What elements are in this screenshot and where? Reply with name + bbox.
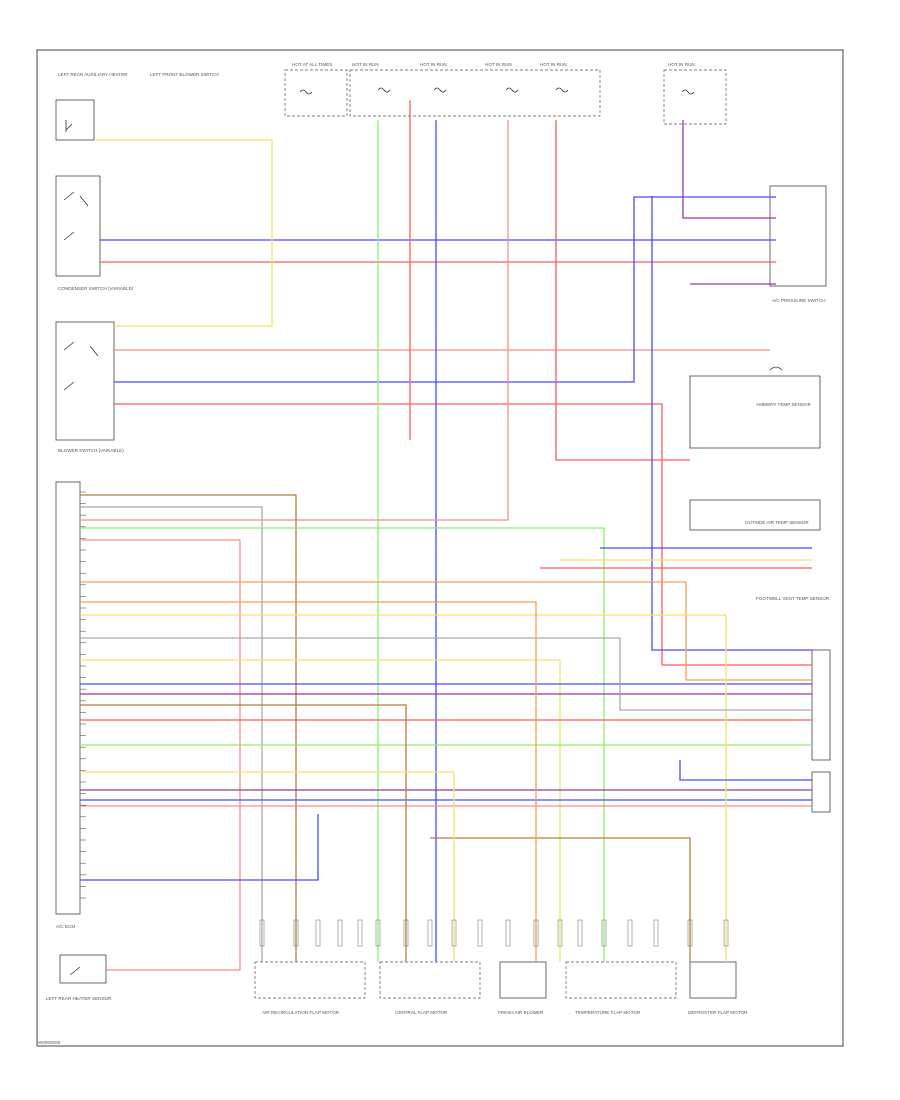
diagram-frame <box>36 49 844 1047</box>
fuse-label-3: HOT IN RUN <box>485 62 512 67</box>
condenser-switch-label: CONDENSER SWITCH (VARIABLE) <box>58 286 134 291</box>
wire-orange-18 <box>80 581 812 681</box>
fuse-box-3 <box>663 69 727 125</box>
defrost-flap-box <box>689 961 737 999</box>
bottom-pin-stub <box>293 919 299 947</box>
fuse-label-0: HOT AT ALL TIMES <box>292 62 332 67</box>
rear-pressure-switch-label: A/C PRESSURE SWITCH <box>772 298 826 303</box>
fuse-block: HOT AT ALL TIMES HOT IN RUN HOT IN RUN H… <box>284 62 727 125</box>
fuse-label-1: HOT IN RUN <box>352 62 379 67</box>
fuse-label-4: HOT IN RUN <box>540 62 567 67</box>
left-components: LEFT REAR AUXILIARY HEATER LEFT FRONT BL… <box>38 72 219 1045</box>
bottom-pin-stub <box>505 919 511 947</box>
blower-switch-box <box>55 321 115 441</box>
wires <box>80 100 812 971</box>
fuse-box-1 <box>284 69 348 117</box>
central-flap-box <box>379 961 481 999</box>
wire-blue-30 <box>80 814 319 881</box>
bottom-pin-stub <box>403 919 409 947</box>
defrost-flap-label: DEFROSTER FLAP MOTOR <box>688 1010 748 1015</box>
temp-flap-box <box>565 961 677 999</box>
wire-blue-13 <box>651 196 812 651</box>
wire-grey-29 <box>80 637 812 711</box>
left-rear-sensor-box <box>59 954 107 984</box>
wire-blue-34 <box>679 760 812 781</box>
outside-air-sensor-label: OUTSIDE AIR TEMP SENSOR <box>745 520 809 525</box>
footwell-sensor-label: FOOTWELL VENT TEMP SENSOR <box>756 596 830 601</box>
ecm-connector <box>55 481 81 915</box>
central-flap-label: CENTRAL FLAP MOTOR <box>395 1010 448 1015</box>
wire-purple-11 <box>682 120 776 219</box>
recirc-motor-label: AIR RECIRCULATION FLAP MOTOR <box>262 1010 340 1015</box>
ambient-sensor-label: AMBIENT TEMP SENSOR <box>756 402 812 407</box>
rear-pressure-switch-box <box>769 185 827 287</box>
bottom-pin-stub <box>259 919 265 947</box>
blower-switch-top-label: LEFT FRONT BLOWER SWITCH <box>150 72 219 77</box>
aux-heater-label: LEFT REAR AUXILIARY HEATER <box>58 72 128 77</box>
bottom-pin-stub <box>557 919 563 947</box>
fuse-label-2: HOT IN RUN <box>420 62 447 67</box>
fresh-air-box <box>499 961 547 999</box>
fuse-label-5: HOT IN RUN <box>668 62 695 67</box>
wire-yellow-36 <box>80 771 455 962</box>
ambient-sensor-box <box>689 375 821 449</box>
ecm-label: A/C ECM <box>56 924 75 929</box>
left-rear-sensor-label: LEFT REAR HEATER SENSOR <box>46 996 112 1001</box>
wire-orange-37 <box>80 601 537 962</box>
wire-pink-17 <box>80 539 241 971</box>
bottom-pin-stub <box>337 919 343 947</box>
fresh-air-label: FRESH AIR BLOWER <box>498 1010 544 1015</box>
wire-yellow-19 <box>80 659 561 962</box>
bottom-pin-stub <box>653 919 659 947</box>
blower-switch-label: BLOWER SWITCH (VARIABLE) <box>58 448 124 453</box>
aux-heater-box <box>55 99 95 141</box>
right-connector-2 <box>811 771 831 813</box>
bottom-components: AIR RECIRCULATION FLAP MOTOR CENTRAL FLA… <box>254 961 748 1015</box>
wire-yellow-2 <box>96 139 273 327</box>
wire-yellow-28 <box>80 614 727 962</box>
bottom-pin-stub <box>315 919 321 947</box>
figure-id: W0000000 <box>38 1040 61 1045</box>
wire-red-5 <box>114 403 812 666</box>
wire-brown-14 <box>80 494 297 962</box>
wire-brown-27 <box>430 837 691 962</box>
bottom-pin-stub <box>451 919 457 947</box>
bottom-pin-stub <box>577 919 583 947</box>
bottom-pin-stub <box>627 919 633 947</box>
bottom-pin-stub <box>601 919 607 947</box>
bottom-pin-stub <box>375 919 381 947</box>
recirc-motor-box <box>254 961 366 999</box>
wire-blue-4 <box>114 196 776 383</box>
wire-green-16 <box>80 527 605 962</box>
bottom-pin-stub <box>477 919 483 947</box>
wire-grey-15 <box>80 506 263 962</box>
wire-red-10 <box>555 120 690 461</box>
bottom-pin-stub <box>687 919 693 947</box>
bottom-pin-stub <box>427 919 433 947</box>
condenser-switch-box <box>55 175 101 277</box>
right-components: A/C PRESSURE SWITCH AMBIENT TEMP SENSOR … <box>689 185 831 813</box>
bottom-pin-stub <box>357 919 363 947</box>
fuse-box-2 <box>349 69 601 117</box>
outside-air-sensor-box <box>689 499 821 531</box>
bottom-pin-stub <box>723 919 729 947</box>
right-connector <box>811 649 831 761</box>
wire-pink-9 <box>80 120 509 521</box>
bottom-pin-stub <box>533 919 539 947</box>
temp-flap-label: TEMPERATURE FLAP MOTOR <box>575 1010 641 1015</box>
wire-brown-35 <box>80 704 407 962</box>
